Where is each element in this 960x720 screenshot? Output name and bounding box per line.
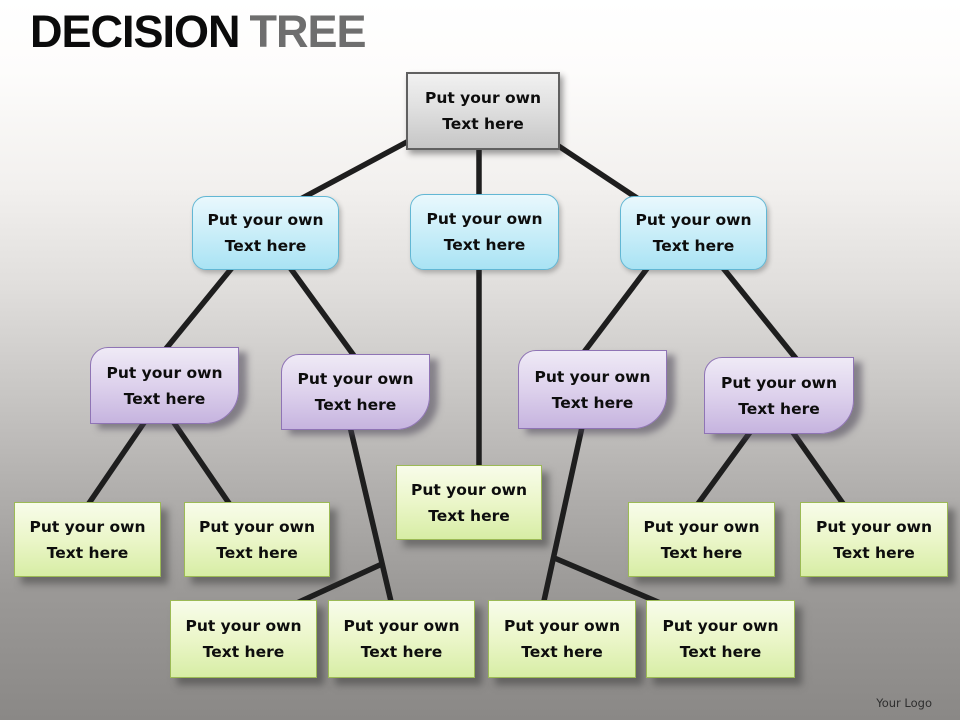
- connector-b3-p3: [575, 256, 658, 362]
- connector-p4-g4: [689, 422, 759, 514]
- connector-b3-p4: [712, 256, 805, 368]
- connector-p1-g2: [165, 412, 238, 514]
- connector-b1-p1: [157, 256, 243, 358]
- connector-p3-g8: [539, 417, 587, 611]
- your-logo-text: Your Logo: [876, 696, 932, 710]
- connector-b1-p2: [280, 256, 363, 366]
- slide-title-primary: DECISION: [30, 6, 241, 57]
- slide-title-secondary: TREE: [249, 6, 367, 57]
- connector-p4-g5: [784, 422, 852, 514]
- connector-p2-g7: [345, 417, 396, 611]
- connector-p1-g1: [80, 412, 153, 514]
- connector-p3-g9: [550, 554, 674, 611]
